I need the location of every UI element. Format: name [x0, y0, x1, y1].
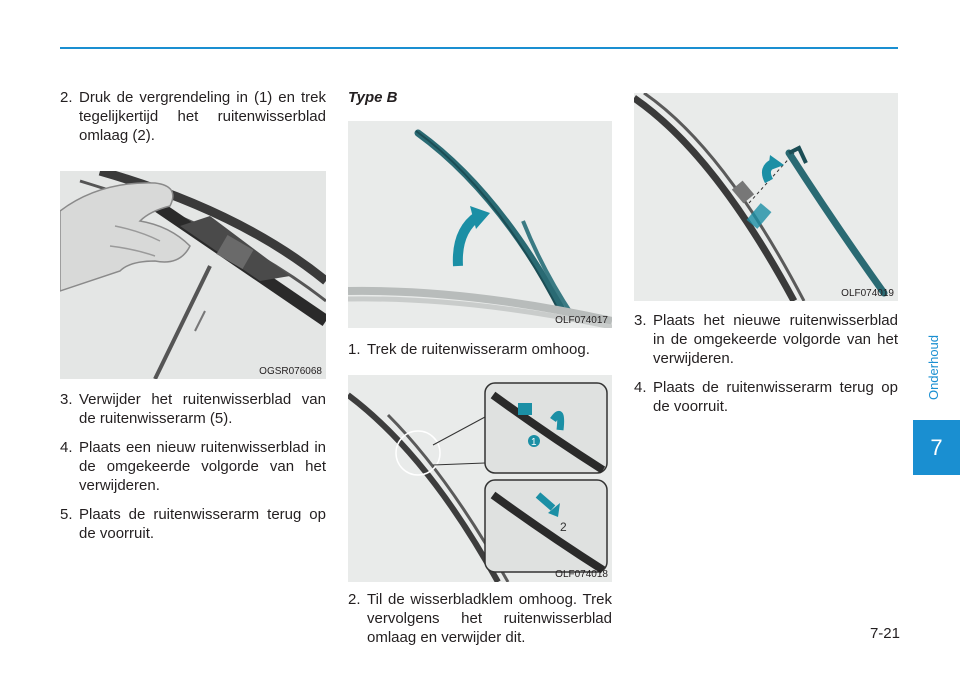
chapter-tab: 7: [913, 420, 960, 475]
middle-column: Type B OLF074017 1. Trek de ruitenwisser…: [348, 88, 612, 647]
section-heading: Type B: [348, 89, 398, 106]
instruction-step: 4. Plaats een nieuw ruitenwisserblad in …: [60, 438, 326, 495]
instruction-step: 3. Plaats het nieuwe ruitenwisserblad in…: [634, 311, 898, 368]
step-number: 3.: [634, 312, 647, 329]
step-number: 2.: [348, 591, 361, 608]
section-side-label: Onderhoud: [922, 322, 946, 412]
instruction-step: 2. Til de wisserbladklem omhoog. Trek ve…: [348, 590, 612, 647]
section-label-text: Onderhoud: [926, 334, 942, 400]
instruction-step: 3. Verwijder het ruitenwisserblad van de…: [60, 390, 326, 428]
step-text: Druk de vergrendeling in (1) en trek teg…: [79, 89, 326, 144]
install-blade-illustration: [634, 93, 898, 301]
right-column: OLF074019 3. Plaats het nieuwe ruitenwis…: [634, 93, 898, 416]
page-number: 7-21: [869, 625, 900, 642]
step-text: Plaats de ruitenwisserarm terug op de vo…: [79, 506, 326, 542]
figure-code: OLF074018: [555, 569, 608, 580]
step-number: 1.: [348, 341, 361, 358]
instruction-step: 2. Druk de vergrendeling in (1) en trek …: [60, 88, 326, 145]
instruction-step: 1. Trek de ruitenwisserarm omhoog.: [348, 340, 612, 359]
step-text: Plaats een nieuw ruitenwisserblad in de …: [79, 439, 326, 494]
left-column: 2. Druk de vergrendeling in (1) en trek …: [60, 88, 326, 543]
step-number: 5.: [60, 506, 73, 523]
step-text: Til de wisserbladklem omhoog. Trek vervo…: [367, 591, 612, 646]
instruction-step: 5. Plaats de ruitenwisserarm terug op de…: [60, 505, 326, 543]
step-text: Verwijder het ruitenwisserblad van de ru…: [79, 391, 326, 427]
install-blade-figure: OLF074019: [634, 93, 898, 301]
step-number: 2.: [60, 89, 73, 106]
figure-code: OLF074019: [841, 288, 894, 299]
step-text: Plaats de ruitenwisserarm terug op de vo…: [653, 379, 898, 415]
step-number: 3.: [60, 391, 73, 408]
callout-number: 1: [531, 437, 537, 448]
lift-arm-figure: OLF074017: [348, 121, 612, 328]
header-rule: [60, 47, 898, 49]
wiper-lock-illustration: [60, 171, 326, 379]
lift-arm-illustration: [348, 121, 612, 328]
wiper-lock-figure: OGSR076068: [60, 171, 326, 379]
step-number: 4.: [60, 439, 73, 456]
figure-code: OLF074017: [555, 315, 608, 326]
step-number: 4.: [634, 379, 647, 396]
step-text: Trek de ruitenwisserarm omhoog.: [367, 341, 590, 358]
instruction-step: 4. Plaats de ruitenwisserarm terug op de…: [634, 378, 898, 416]
step-text: Plaats het nieuwe ruitenwisserblad in de…: [653, 312, 898, 367]
callout-number: 2: [560, 520, 567, 534]
clip-release-figure: 1 2 OLF074018: [348, 375, 612, 582]
clip-release-illustration: 1 2: [348, 375, 612, 582]
figure-code: OGSR076068: [259, 366, 322, 377]
